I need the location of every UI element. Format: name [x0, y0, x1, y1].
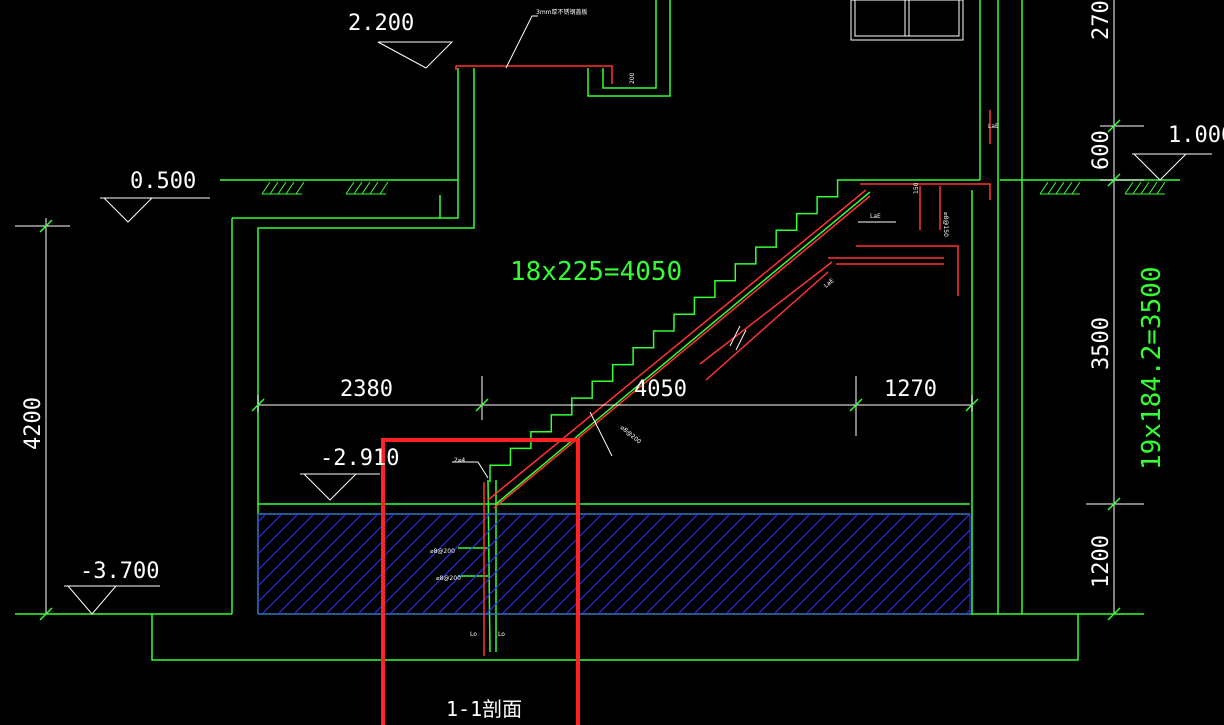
hatch-line: [741, 514, 843, 614]
hatch-line: [549, 514, 651, 614]
hatch-line: [725, 514, 827, 614]
slab-hatch: [150, 514, 1130, 614]
hatch-line: [373, 514, 475, 614]
elevation-2200: 2.200: [348, 11, 414, 36]
hatch-line: [982, 514, 1082, 614]
highlight-box: [381, 438, 580, 725]
hatch-line: [389, 514, 491, 614]
hatch-line: [261, 514, 363, 614]
tag-200: 200: [629, 72, 636, 84]
window-symbol: [850, 0, 964, 41]
hatch-line: [1030, 514, 1130, 614]
hatch-line: [661, 514, 763, 614]
hatch-line: [309, 514, 411, 614]
hatch-line: [258, 514, 347, 603]
hatch-line: [258, 514, 299, 555]
annotation-lines: [15, 0, 1212, 615]
elevation-1000: 1.000: [1168, 123, 1224, 148]
tag-150: 150: [913, 182, 920, 194]
hatch-line: [853, 514, 955, 614]
hatch-line: [437, 514, 539, 614]
dim-4200: 4200: [21, 397, 46, 450]
hatch-line: [517, 514, 619, 614]
tag-phi8-200-c: ⌀8@200: [619, 424, 643, 445]
hatch-line: [421, 514, 523, 614]
hatch-line: [677, 514, 779, 614]
dim-600: 600: [1089, 130, 1114, 170]
structure-lines: [15, 0, 1180, 661]
elevation-0500: 0.500: [130, 169, 196, 194]
stairs-vertical-formula: 19x184.2=3500: [1137, 267, 1167, 471]
hatch-line: [258, 514, 283, 539]
hatch-line: [629, 514, 731, 614]
hatch-line: [805, 514, 907, 614]
elevation-minus-3700: -3.700: [80, 559, 159, 584]
hatch-line: [469, 514, 571, 614]
hatch-line: [837, 514, 939, 614]
stair-profile: [489, 179, 858, 482]
hatch-line: [885, 529, 970, 614]
hatch-line: [998, 514, 1098, 614]
hatch-line: [293, 514, 395, 614]
tag-phi8-200-a: ⌀8@200: [430, 548, 455, 555]
tag-2phi4: 2⌀4: [454, 457, 465, 464]
cover-plate-note: 3mm厚不锈钢盖板: [536, 8, 588, 16]
hatch-line: [501, 514, 603, 614]
rebar-lines: [455, 65, 991, 656]
hatch-line: [258, 514, 267, 523]
hatch-border: [257, 513, 971, 615]
hatch-line: [277, 514, 379, 614]
hatch-line: [949, 593, 970, 614]
hatch-line: [757, 514, 859, 614]
tag-lae-3: LaE: [823, 277, 836, 289]
hatch-line: [709, 514, 811, 614]
tag-lae-2: LaE: [870, 213, 881, 220]
earth-symbols: [261, 181, 1166, 195]
tag-lo-2: Lo: [498, 631, 505, 638]
hatch-line: [357, 514, 459, 614]
hatch-line: [405, 514, 507, 614]
hatch-line: [533, 514, 635, 614]
elevation-minus-2910: -2.910: [320, 446, 399, 471]
tag-phi8-200-b: ⌀8@200: [436, 575, 461, 582]
hatch-line: [565, 514, 667, 614]
tag-lo-1: Lo: [470, 631, 477, 638]
hatch-line: [693, 514, 795, 614]
dimension-ticks: [39, 119, 1121, 621]
dim-270: 270: [1089, 0, 1114, 40]
hatch-line: [933, 577, 970, 614]
section-title: 1-1剖面: [446, 697, 522, 721]
hatch-line: [869, 514, 970, 614]
hatch-line: [645, 514, 747, 614]
hatch-line: [258, 514, 315, 571]
dim-3500: 3500: [1089, 317, 1114, 370]
dim-2380: 2380: [340, 377, 393, 402]
hatch-line: [821, 514, 923, 614]
tag-lae-1: LaE: [988, 123, 999, 130]
hatch-line: [917, 561, 970, 614]
hatch-line: [613, 514, 715, 614]
tag-phi8-150: ⌀8@150: [942, 212, 949, 237]
hatch-line: [901, 545, 970, 614]
hatch-line: [773, 514, 875, 614]
dim-1200: 1200: [1089, 535, 1114, 588]
hatch-line: [341, 514, 443, 614]
hatch-line: [789, 514, 891, 614]
stairs-horizontal-formula: 18x225=4050: [510, 257, 682, 287]
hatch-line: [325, 514, 427, 614]
hatch-line: [453, 514, 555, 614]
hatch-line: [258, 514, 331, 587]
hatch-line: [581, 514, 683, 614]
dim-4050: 4050: [634, 377, 687, 402]
stair-steps: [489, 179, 980, 482]
hatch-line: [965, 609, 970, 614]
dim-1270: 1270: [884, 377, 937, 402]
hatch-line: [150, 514, 250, 614]
hatch-line: [597, 514, 699, 614]
hatch-line: [485, 514, 587, 614]
